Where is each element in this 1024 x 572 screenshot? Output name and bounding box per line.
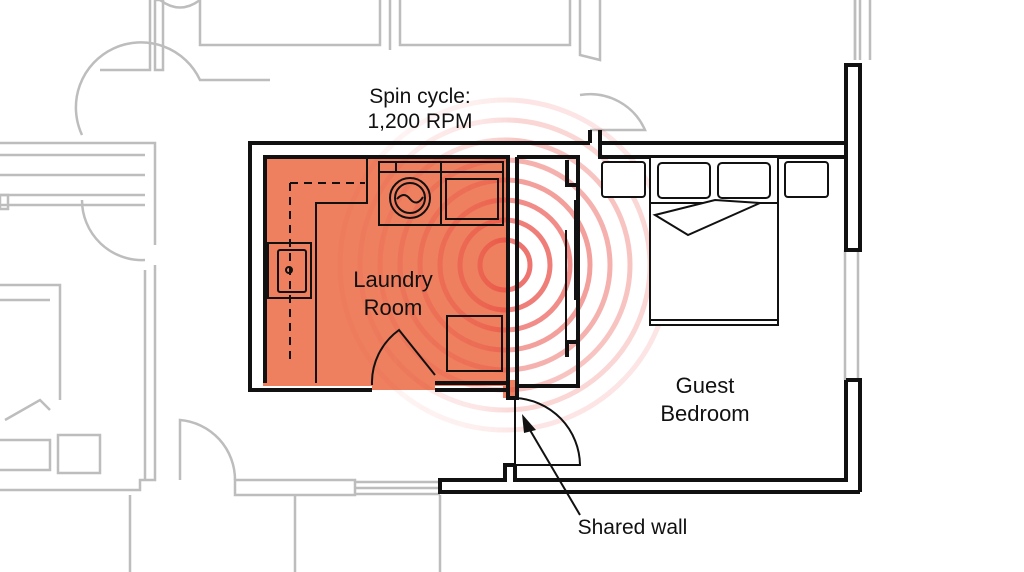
- bedroom-label-line1: Guest: [675, 373, 735, 398]
- shared-wall-label: Shared wall: [577, 516, 688, 539]
- sink-icon: [267, 242, 312, 299]
- shared-wall-arrow: [522, 414, 581, 516]
- laundry-fixtures: [267, 157, 504, 386]
- background-rooms: [0, 0, 872, 572]
- spin-label-line1: Spin cycle:: [369, 85, 471, 108]
- dryer-icon: [440, 161, 504, 226]
- bedroom-label-line2: Bedroom: [660, 401, 750, 426]
- laundry-label-line2: Room: [363, 295, 423, 320]
- guest-bedroom-label: Guest Bedroom: [635, 372, 775, 428]
- bedroom-furniture: [601, 156, 829, 326]
- spin-label-line2: 1,200 RPM: [367, 110, 473, 133]
- laundry-room-label: Laundry Room: [323, 266, 463, 322]
- walls: [248, 63, 862, 494]
- laundry-room-fill: [263, 156, 508, 386]
- door-swing-bedroom: [514, 397, 582, 478]
- spin-cycle-label: Spin cycle: 1,200 RPM: [350, 84, 490, 134]
- laundry-label-line1: Laundry: [353, 267, 433, 292]
- nightstand-left: [601, 161, 646, 198]
- nightstand-right: [784, 161, 829, 198]
- cabinet-icon: [446, 315, 503, 372]
